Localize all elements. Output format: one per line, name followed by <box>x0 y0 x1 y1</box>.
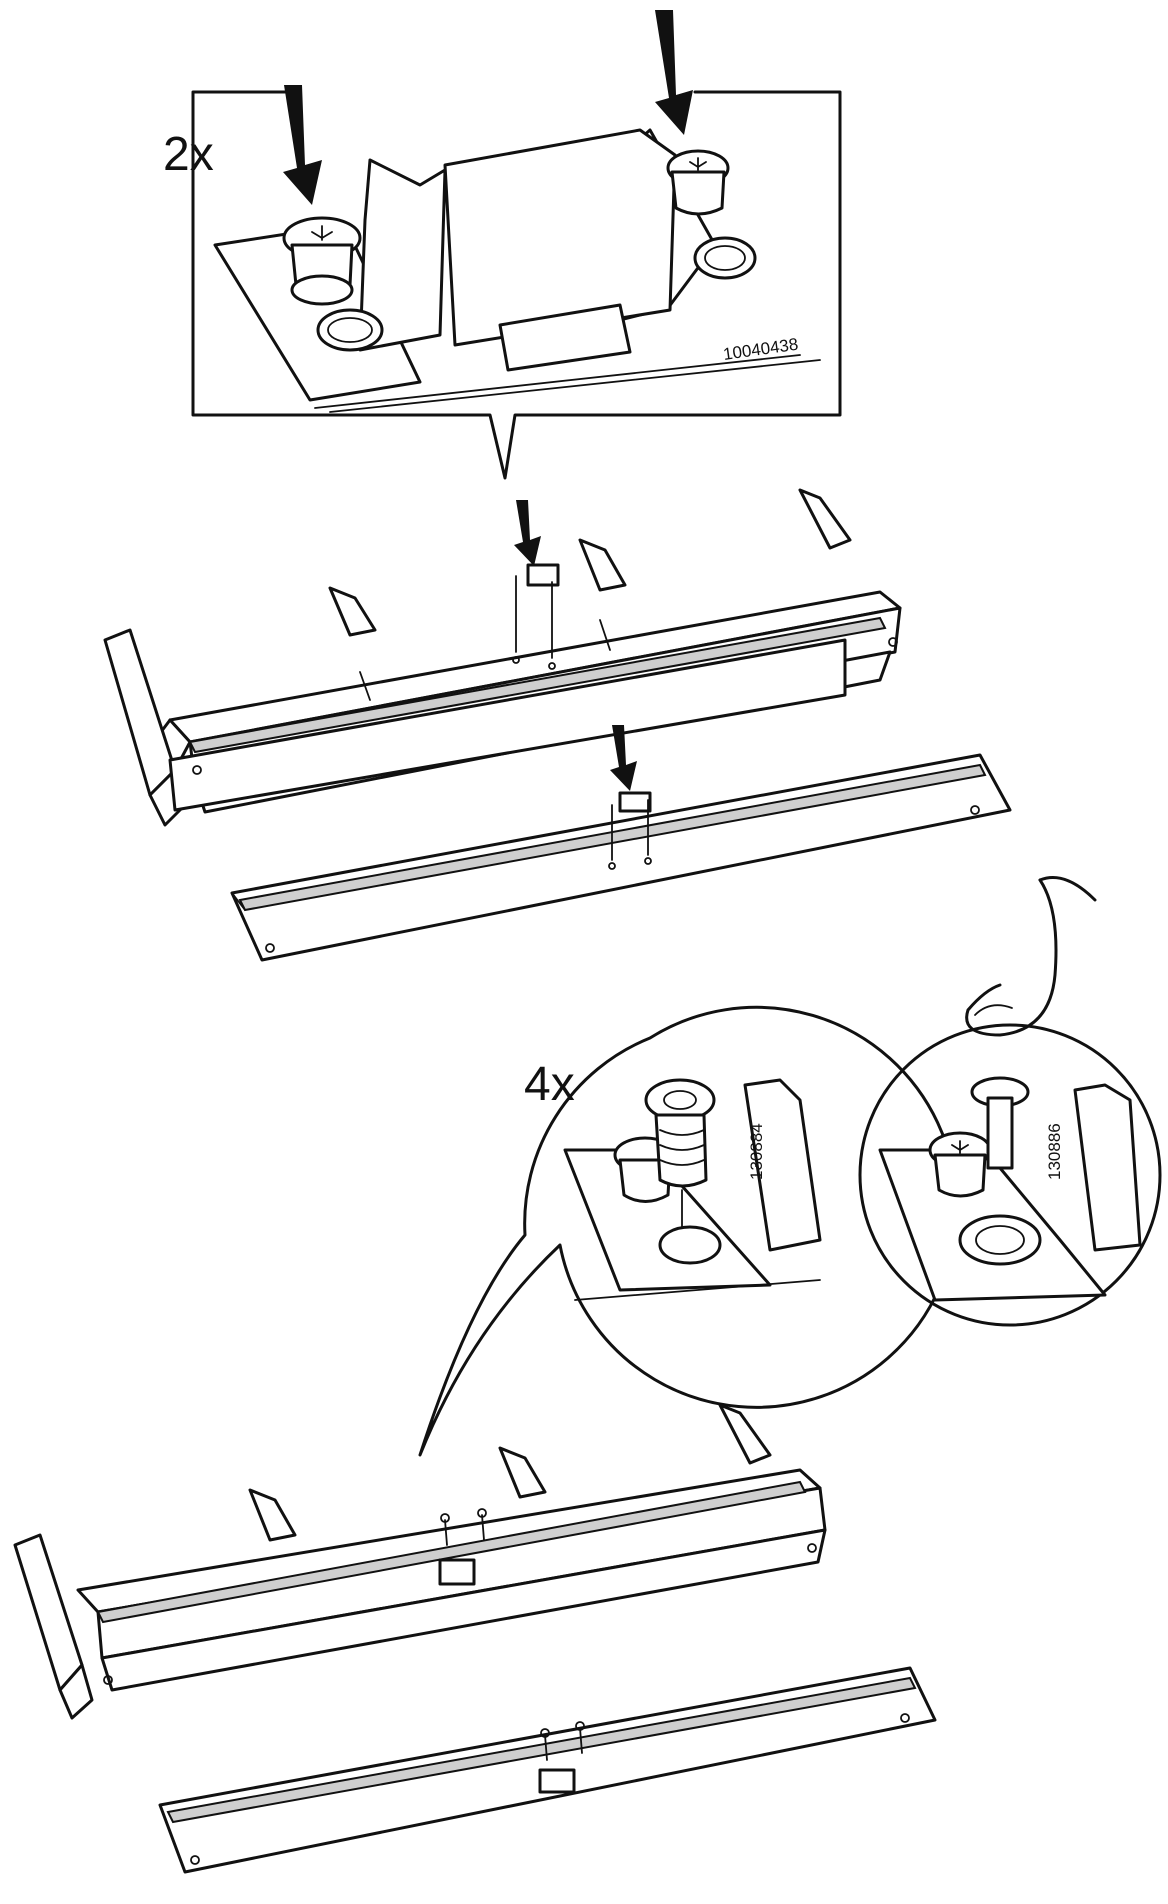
rail-2 <box>158 1666 937 1874</box>
screw-icon <box>440 1508 487 1546</box>
left-circle-quantity: 4x <box>524 1058 575 1111</box>
top-callout: 2x 10040438 <box>163 10 842 480</box>
right-circle-part-number: 130886 <box>1045 1123 1064 1180</box>
left-circle-part-number: 130884 <box>747 1123 766 1180</box>
left-circle-callout: 4x 130884 <box>418 1005 958 1457</box>
cam-bolt-icon <box>928 1131 992 1198</box>
cam-bolt-icon <box>666 149 757 280</box>
down-arrow-icon <box>514 500 541 566</box>
screw-icon <box>540 1721 585 1761</box>
frame-assembly-1 <box>103 488 902 827</box>
down-arrow-icon <box>655 10 693 135</box>
dowel-pin-icon <box>644 1078 716 1241</box>
finger-press-icon <box>965 876 1097 1037</box>
top-callout-quantity: 2x <box>163 128 214 181</box>
down-arrow-icon <box>283 85 322 205</box>
right-circle-callout: 130886 <box>858 1023 1162 1327</box>
rail-1 <box>230 725 1012 962</box>
dowel-pin-icon <box>970 1076 1030 1170</box>
down-arrow-icon <box>610 725 637 791</box>
cam-bolt-icon <box>282 216 384 352</box>
bracket-plate <box>213 128 821 413</box>
frame-assembly-2 <box>13 1403 827 1720</box>
top-callout-frame <box>191 90 842 480</box>
